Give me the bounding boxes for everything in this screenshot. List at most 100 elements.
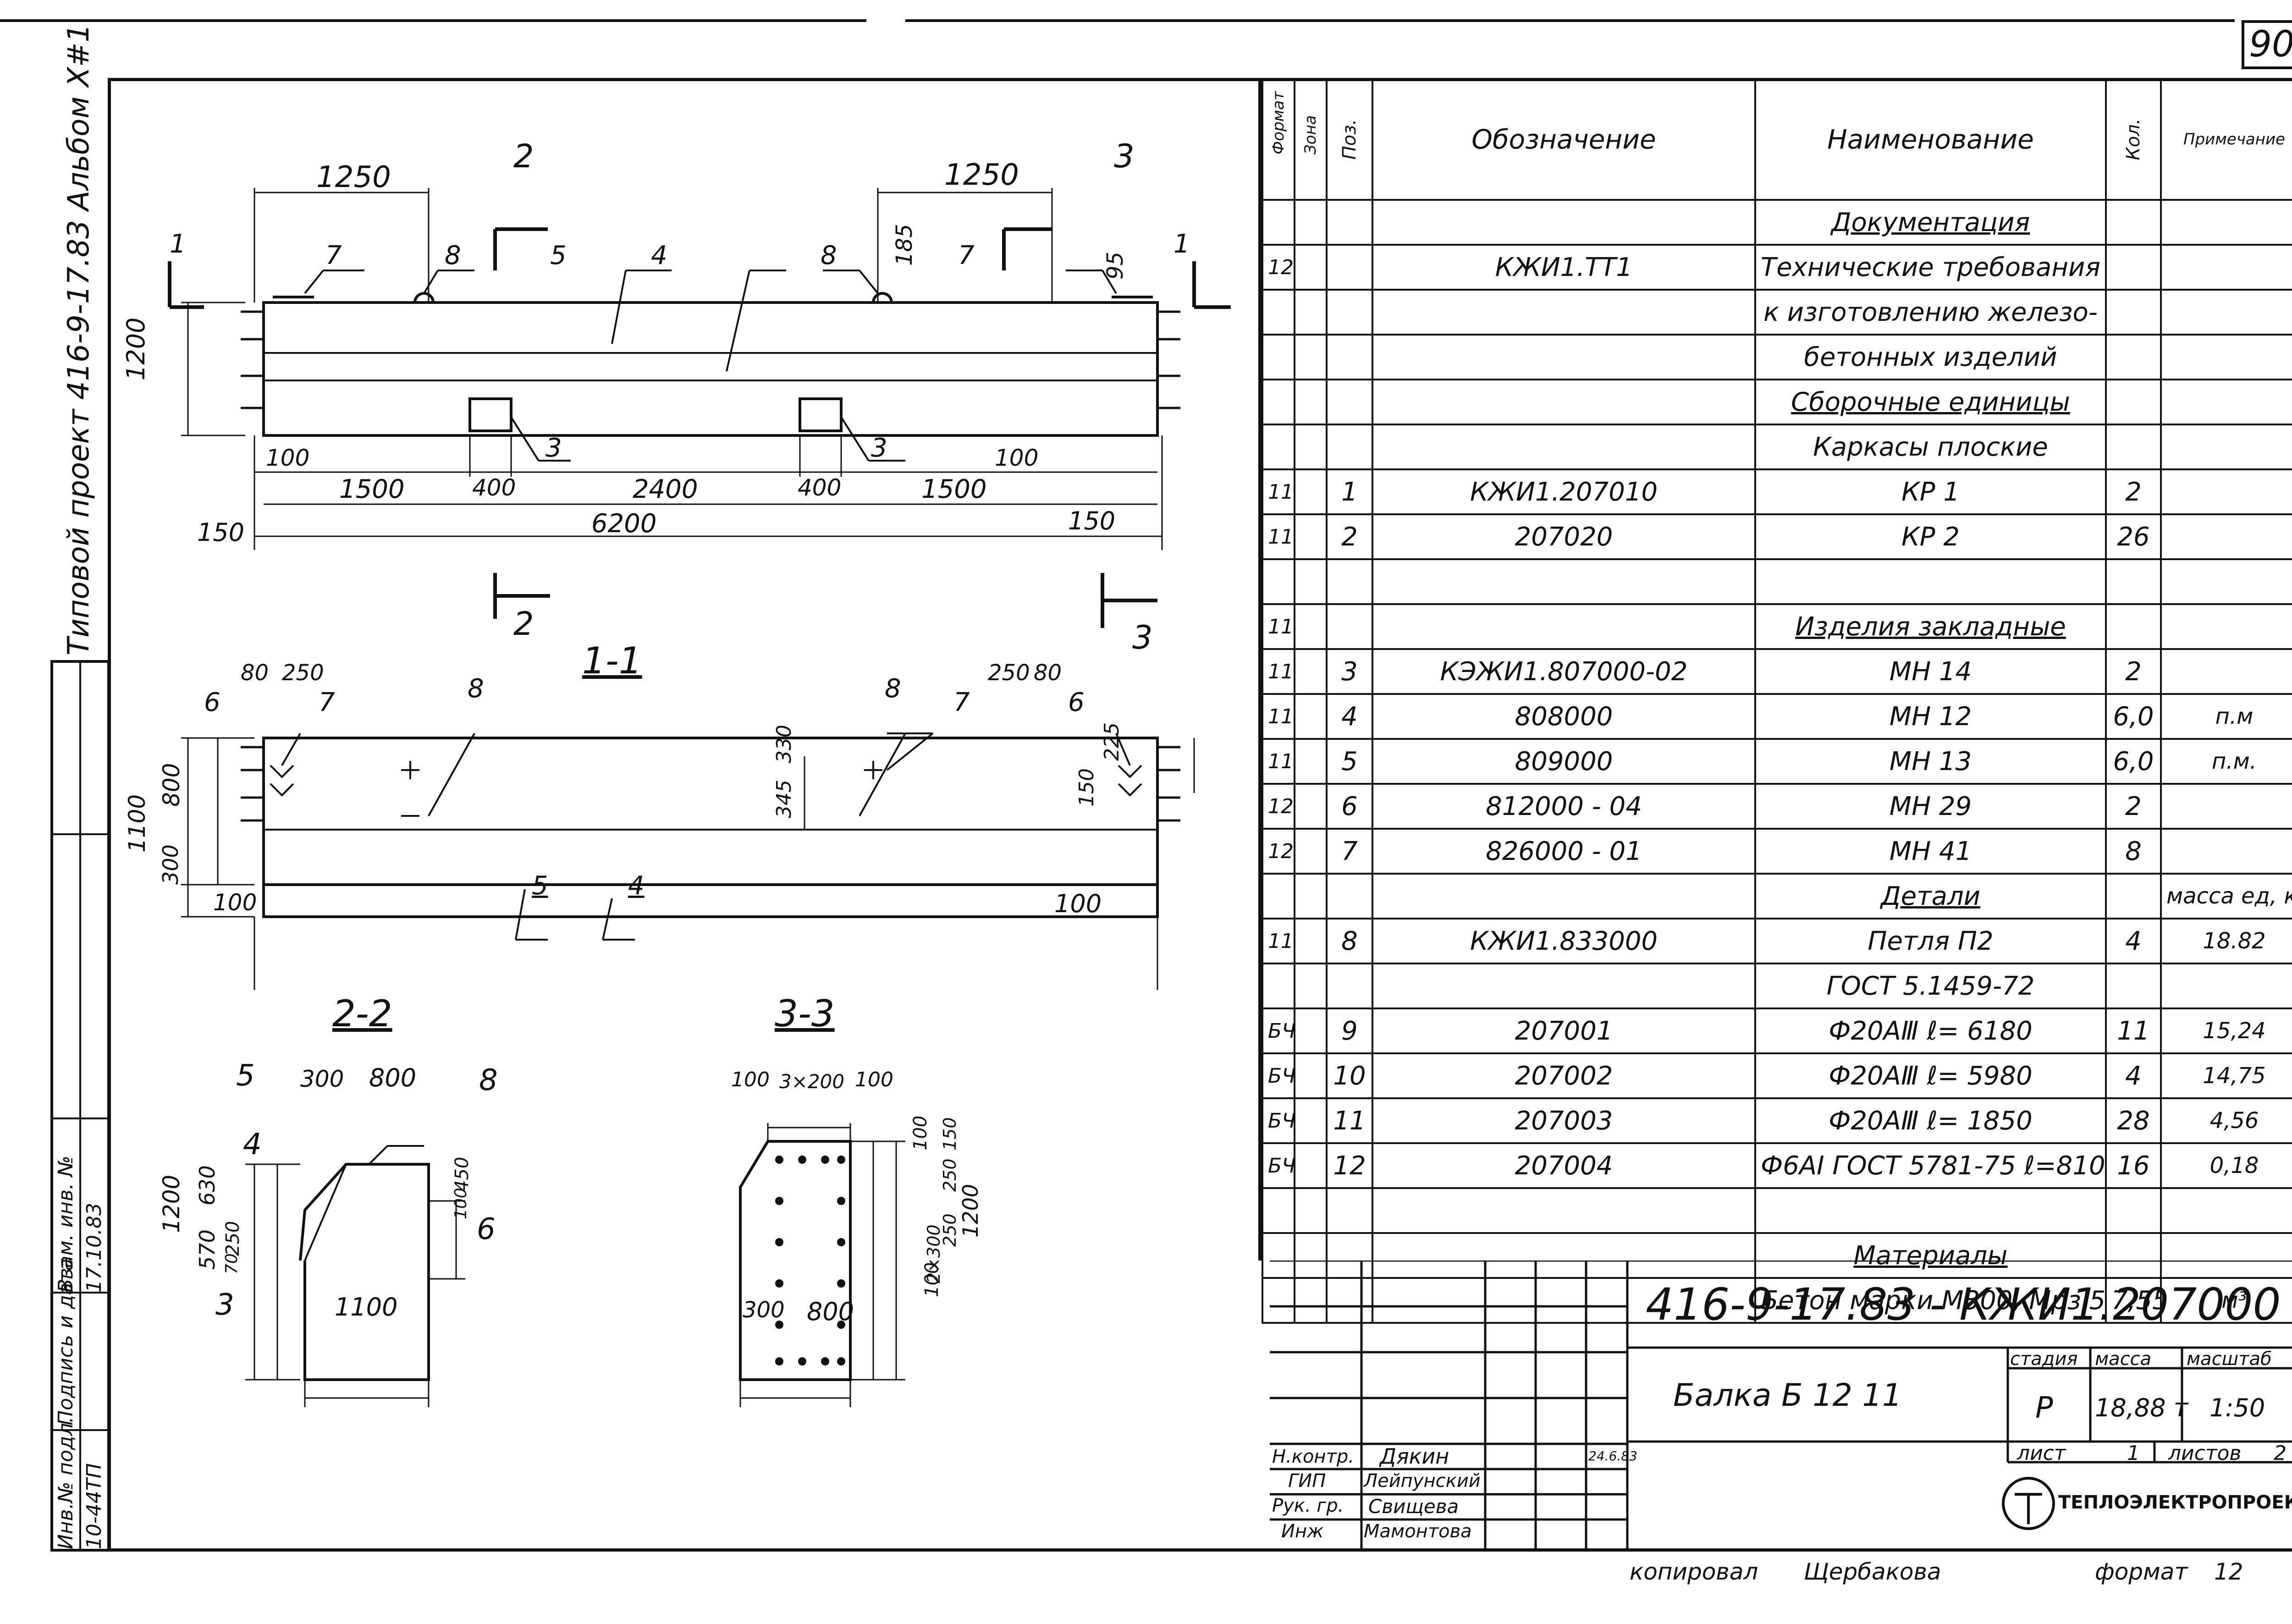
- table-cell: [2160, 558, 2292, 605]
- header-zone: Зона: [1294, 78, 1328, 201]
- table-cell: [2160, 244, 2292, 291]
- table-cell: МН 41: [1754, 828, 2107, 875]
- table-cell: Материалы: [1754, 1232, 2107, 1279]
- table-cell: [2105, 199, 2162, 246]
- table-row: Детали масса ед, кг: [1262, 873, 2292, 919]
- dim-185: 185: [892, 224, 917, 266]
- copied-label: копировал: [1630, 1558, 1758, 1585]
- s11-100-left: 100: [213, 889, 257, 916]
- table-cell: 207004: [1372, 1142, 1756, 1189]
- table-cell: 4: [2105, 918, 2162, 964]
- table-cell: 207001: [1372, 1007, 1756, 1054]
- table-cell: 11: [1262, 738, 1295, 785]
- table-cell: Детали: [1754, 873, 2107, 919]
- top-border-line-right: [905, 19, 2235, 22]
- document-code: 416-9-17.83 - КЖИ1.207000: [1646, 1279, 2281, 1330]
- table-cell: 12: [1326, 1142, 1373, 1189]
- table-cell: Изделия закладные: [1754, 603, 2107, 650]
- s22-1100: 1100: [335, 1293, 398, 1321]
- table-cell: Сборочные единицы: [1754, 379, 2107, 425]
- cut-2-label-bottom: 2: [513, 605, 534, 643]
- table-cell: [1372, 199, 1756, 246]
- table-cell: [1294, 918, 1328, 964]
- table-cell: [1294, 1142, 1328, 1189]
- table-cell: [1372, 873, 1756, 919]
- dim-1200: 1200: [121, 317, 150, 380]
- sheets-value: 2: [2274, 1442, 2286, 1465]
- table-cell: 7,55: [2105, 1277, 2162, 1324]
- table-cell: 808000: [1372, 693, 1756, 740]
- pos-7-label-right: 7: [958, 241, 975, 270]
- s11-6-right: 6: [1068, 688, 1085, 717]
- pos-3-label: 3: [545, 433, 562, 463]
- table-cell: [1294, 828, 1328, 875]
- table-cell: [1326, 558, 1373, 605]
- s33-3x200: 3×200: [779, 1070, 845, 1093]
- dim-1250-left: 1250: [316, 160, 391, 194]
- pos-5-label: 5: [550, 241, 567, 270]
- table-cell: [1262, 379, 1295, 425]
- table-cell: КР 2: [1754, 513, 2107, 560]
- table-cell: [2105, 1232, 2162, 1279]
- table-cell: 2: [2105, 783, 2162, 830]
- table-cell: КР 1: [1754, 468, 2107, 515]
- table-row: к изготовлению железо-: [1262, 289, 2292, 336]
- s11-100-right: 100: [1054, 889, 1102, 918]
- table-cell: [1326, 244, 1373, 291]
- dim-2400: 2400: [633, 474, 698, 504]
- table-cell: Бетон марки М300, Мрз 50: [1754, 1277, 2107, 1324]
- table-cell: [1754, 1187, 2107, 1234]
- pos-3-label-right: 3: [871, 433, 887, 463]
- table-cell: [1294, 513, 1328, 560]
- table-cell: [2105, 558, 2162, 605]
- table-cell: [1326, 603, 1373, 650]
- header-qty: Кол.: [2105, 78, 2162, 201]
- table-cell: МН 29: [1754, 783, 2107, 830]
- s33-100-top: 100: [910, 1115, 931, 1151]
- table-cell: 7: [1326, 828, 1373, 875]
- dim-1250-right: 1250: [944, 158, 1019, 192]
- scale-label: масштаб: [2187, 1349, 2272, 1370]
- s11-80-left: 80: [241, 660, 269, 686]
- table-cell: п.м: [2160, 693, 2292, 740]
- table-cell: [1372, 1232, 1756, 1279]
- table-cell: [1294, 603, 1328, 650]
- side-stamp-value-1: 10-44ТП: [83, 1463, 106, 1549]
- table-cell: 2: [2105, 648, 2162, 695]
- table-cell: [1294, 558, 1328, 605]
- table-cell: [2160, 603, 2292, 650]
- table-cell: масса ед, кг: [2160, 873, 2292, 919]
- mass-label: масса: [2095, 1349, 2152, 1370]
- s22-3: 3: [215, 1288, 234, 1322]
- table-cell: Ф20АⅢ ℓ= 5980: [1754, 1052, 2107, 1099]
- table-cell: 6,0: [2105, 693, 2162, 740]
- specification-table: Формат Зона Поз. Обозначение Наименовани…: [1258, 78, 2292, 1324]
- table-cell: [1294, 783, 1328, 830]
- table-cell: [2160, 468, 2292, 515]
- table-cell: [1294, 648, 1328, 695]
- table-cell: [1294, 693, 1328, 740]
- table-cell: 18.82: [2160, 918, 2292, 964]
- table-cell: БЧ: [1262, 1052, 1295, 1099]
- table-cell: п.м.: [2160, 738, 2292, 785]
- side-stamp-label-3: Взам. инв. №: [54, 1156, 77, 1293]
- table-cell: [2160, 513, 2292, 560]
- role-inzh: Инж: [1281, 1521, 1324, 1542]
- s33-250-a: 250: [940, 1158, 960, 1192]
- s22-8: 8: [479, 1063, 498, 1097]
- header-format: Формат: [1262, 78, 1295, 201]
- s11-330: 330: [772, 725, 796, 763]
- table-cell: 207002: [1372, 1052, 1756, 1099]
- role-nkontr: Н.контр.: [1272, 1446, 1354, 1467]
- table-cell: [1294, 199, 1328, 246]
- table-cell: [1294, 468, 1328, 515]
- sheet-label: лист: [2017, 1442, 2066, 1465]
- table-cell: 11: [1262, 918, 1295, 964]
- section-1-1-title: 1-1: [582, 639, 642, 682]
